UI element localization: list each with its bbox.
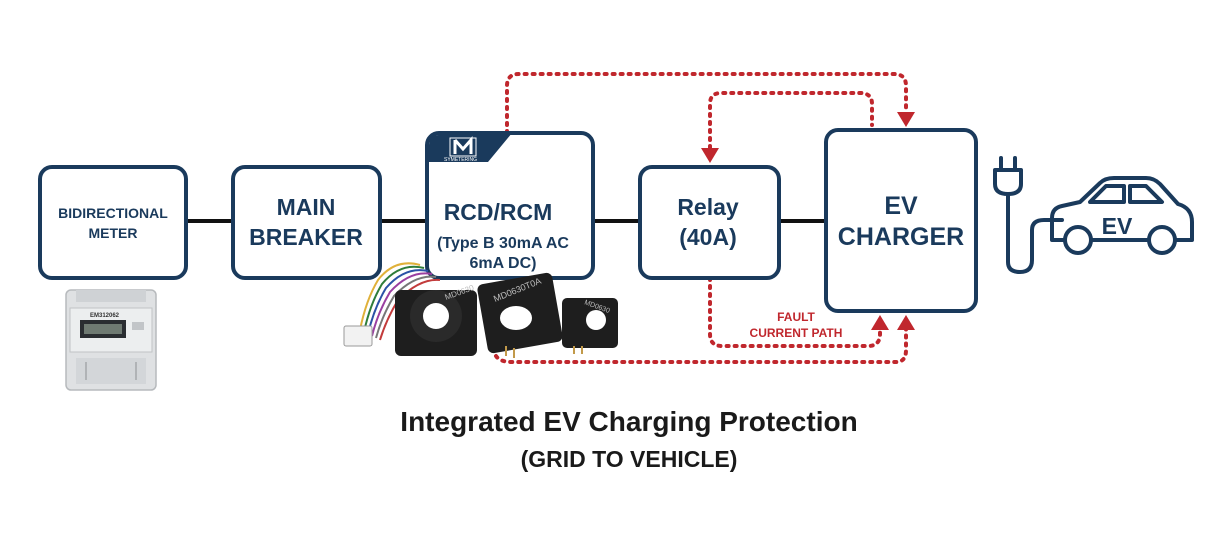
arrow-down-icon [701, 148, 719, 163]
car-icon [1050, 176, 1194, 255]
breaker-box: MAIN BREAKER [231, 165, 382, 280]
symetering-logo-icon [449, 136, 477, 157]
relay-label-line1: Relay [677, 194, 739, 220]
rcd-label-line3: 6mA DC) [470, 255, 537, 272]
meter-label-line1: BIDIRECTIONAL [58, 205, 168, 221]
rcd-label-line2: (Type B 30mA AC [437, 235, 569, 252]
car-label: EV [1102, 213, 1133, 239]
fault-current-path [494, 72, 908, 364]
charger-label-line1: EV [884, 192, 918, 220]
fault-arrowheads [701, 112, 915, 330]
relay-label-line2: (40A) [679, 224, 737, 250]
arrow-up-icon [897, 315, 915, 330]
breaker-label-line1: MAIN [277, 194, 336, 220]
page-title: Integrated EV Charging Protection [400, 406, 858, 437]
page-subtitle: (GRID TO VEHICLE) [520, 446, 738, 472]
current-sensors-image: MD0630 MD0630T0A MD0630 [343, 262, 618, 358]
rcd-label-line1: RCD/RCM [444, 199, 553, 225]
plug-icon [993, 156, 1064, 274]
breaker-label-line2: BREAKER [249, 224, 363, 250]
rcd-brand: SYMETERING [444, 157, 477, 163]
meter-box: BIDIRECTIONAL METER [38, 165, 188, 280]
charger-label-line2: CHARGER [838, 223, 964, 251]
fault-label-line2: CURRENT PATH [750, 326, 843, 340]
arrow-up-icon [871, 315, 889, 330]
fault-label-line1: FAULT [777, 310, 815, 324]
meter-label-line2: METER [89, 225, 138, 241]
relay-box: Relay (40A) [638, 165, 781, 280]
rcd-box: SYMETERING RCD/RCM (Type B 30mA AC 6mA D… [425, 131, 595, 280]
charger-box: EV CHARGER [824, 128, 978, 313]
arrow-down-icon [897, 112, 915, 127]
meter-device-label: EM312062 [90, 313, 120, 319]
meter-device-image: EM312062 [65, 289, 157, 391]
